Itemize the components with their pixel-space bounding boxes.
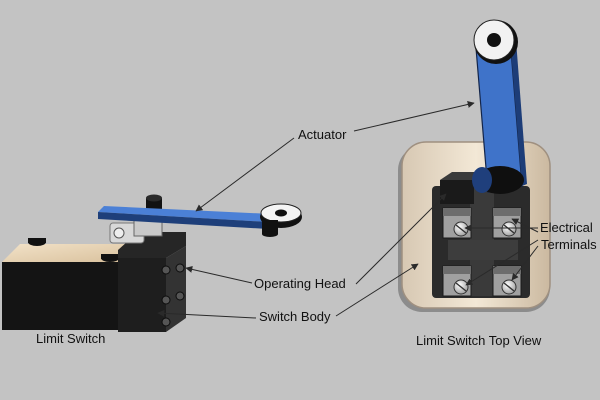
body-pin <box>101 254 119 259</box>
actuator-arm-top <box>98 206 272 222</box>
label-operating-head: Operating Head <box>254 276 346 291</box>
head-bolt-icon <box>161 295 171 305</box>
head-bolt-icon <box>161 317 171 327</box>
caption-limit-switch: Limit Switch <box>36 331 105 346</box>
head-bolt-icon <box>175 263 185 273</box>
operating-head-front <box>118 258 166 332</box>
terminals-arrow-2 <box>511 218 539 233</box>
body-pin <box>28 238 46 243</box>
label-terminals: Terminals <box>541 237 597 252</box>
label-actuator: Actuator <box>298 127 347 142</box>
switch-body-top <box>2 244 130 262</box>
switch-body-arrow-left <box>157 309 257 319</box>
caption-top-view: Limit Switch Top View <box>416 333 542 348</box>
terminal-block <box>442 207 472 239</box>
terminal-block <box>492 207 522 239</box>
actuator-arm-edge <box>98 212 268 229</box>
terminal-block <box>492 265 522 297</box>
terminals-arrow-4 <box>511 245 539 281</box>
pivot-screw-icon <box>113 227 125 239</box>
leader-lines <box>157 101 539 319</box>
roller-support-base <box>262 231 278 237</box>
top-view-head <box>440 180 474 204</box>
terminal-block <box>442 265 472 297</box>
actuator-arrow-right <box>353 101 475 132</box>
operating-head-arrow-left <box>185 265 253 284</box>
roller-axle-icon <box>275 209 287 217</box>
actuator-post-cap <box>146 194 162 202</box>
head-bolt-icon <box>175 291 185 301</box>
label-switch-body: Switch Body <box>259 309 331 324</box>
limit-switch-top-view <box>398 19 551 312</box>
top-view-actuator-edge <box>510 38 527 186</box>
switch-body-arrow-right <box>335 263 419 317</box>
limit-switch-3d <box>2 194 302 332</box>
label-electrical: Electrical <box>540 220 593 235</box>
switch-body-front <box>2 262 118 330</box>
cross-divider <box>448 240 518 260</box>
actuator-arrow-left <box>195 137 295 212</box>
terminals-arrow-3 <box>465 239 539 286</box>
head-bolt-icon <box>161 265 171 275</box>
top-view-roller-axle-icon <box>487 33 501 47</box>
top-view-pivot-collar <box>472 167 492 193</box>
operating-head-arrow-right <box>355 193 447 285</box>
roller-support <box>262 220 278 234</box>
top-view-head-bevel <box>440 172 478 180</box>
